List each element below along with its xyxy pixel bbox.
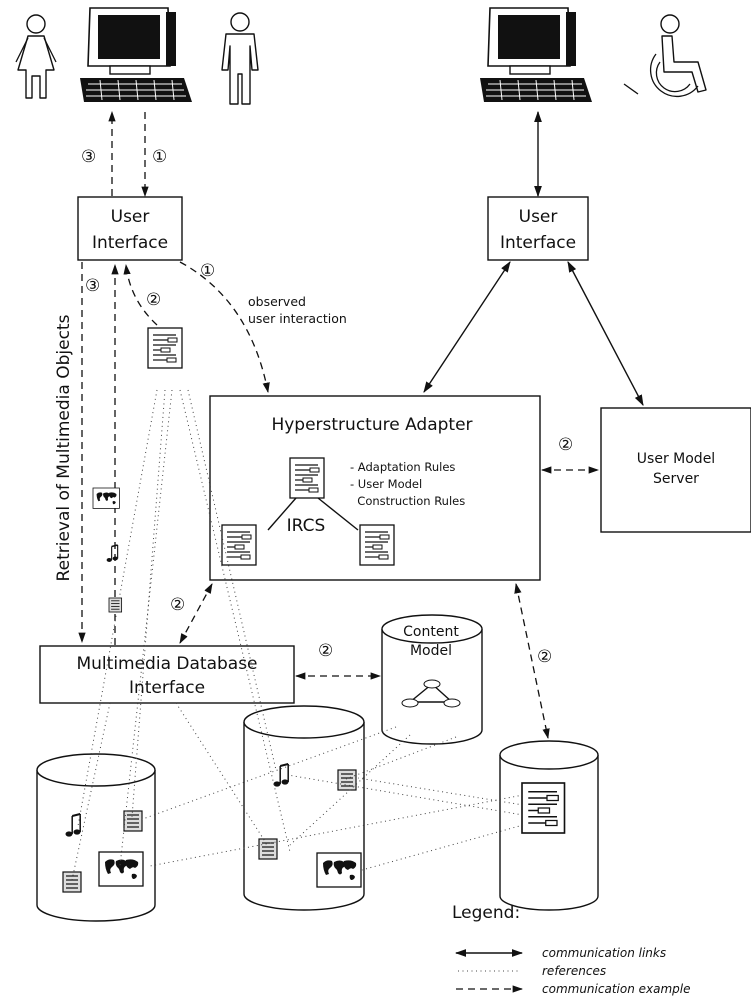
legend: Legend: communication links references c…: [452, 903, 690, 996]
step-2-db-content: ②: [318, 641, 333, 661]
step-1-curve: ①: [200, 261, 215, 281]
cm-line2: Model: [410, 643, 452, 659]
step-3-side: ③: [85, 276, 100, 296]
legend-item-3: communication example: [542, 982, 690, 996]
male-user-icon: [221, 12, 259, 105]
ircs-label: IRCS: [287, 516, 326, 536]
rule-1: - Adaptation Rules: [350, 460, 455, 474]
adapter-doc-icon-top: [289, 457, 325, 499]
retrieved-note-icon: [105, 544, 119, 563]
step-2-adapter-db: ②: [170, 595, 185, 615]
document-icon: [521, 782, 566, 834]
observed-line2: user interaction: [248, 311, 347, 326]
world-map-icon: [316, 852, 362, 888]
communication-links: [423, 110, 644, 406]
step-1-top: ①: [152, 147, 167, 167]
retrieval-label: Retrieval of Multimedia Objects: [54, 314, 74, 581]
mmdb-line1: Multimedia Database: [76, 654, 257, 674]
text-doc-icon: [123, 810, 143, 832]
multimedia-database-interface-box: Multimedia Database Interface: [39, 645, 295, 704]
world-map-icon: [98, 851, 144, 887]
ums-line2: Server: [653, 471, 699, 487]
ui-right-line1: User: [519, 207, 558, 227]
ui-right-line2: Interface: [500, 233, 576, 253]
adapter-doc-icon-left: [221, 524, 257, 566]
legend-item-2: references: [542, 964, 606, 978]
user-interface-left-box: User Interface: [77, 196, 183, 261]
step-2-adapter-cyl: ②: [537, 647, 552, 667]
content-graph-icon: [401, 679, 461, 708]
adapter-title: Hyperstructure Adapter: [271, 415, 472, 435]
text-doc-icon: [62, 871, 82, 893]
rule-3: Construction Rules: [350, 494, 465, 508]
communication-examples: [78, 110, 600, 740]
media-db-cylinder-left: [36, 753, 156, 922]
ums-line1: User Model: [637, 451, 715, 467]
ui-left-line2: Interface: [92, 233, 168, 253]
step-3-top: ③: [81, 147, 96, 167]
content-model-cylinder: Content Model: [381, 614, 483, 745]
media-db-cylinder-middle: [243, 705, 365, 911]
reference-lines: [71, 389, 524, 881]
user-interface-right-box: User Interface: [487, 196, 589, 261]
user-model-server-box: User Model Server: [600, 407, 751, 533]
legend-item-1: communication links: [542, 946, 666, 960]
observed-line1: observed: [248, 294, 306, 309]
adapter-doc-icon-right: [359, 524, 395, 566]
retrieved-map-icon: [92, 487, 120, 509]
female-user-icon: [15, 14, 57, 99]
mmdb-line2: Interface: [129, 678, 205, 698]
legend-title: Legend:: [452, 903, 520, 923]
ui-left-line1: User: [111, 207, 150, 227]
step-2-ums: ②: [558, 435, 573, 455]
hyperstructure-adapter-box: Hyperstructure Adapter IRCS - Adaptation…: [209, 395, 541, 581]
computer-right-icon: [479, 7, 593, 103]
cm-line1: Content: [403, 624, 459, 640]
document-db-cylinder-right: [499, 740, 599, 911]
retrieved-doc-icon: [147, 327, 183, 369]
retrieved-text-icon: [108, 597, 123, 613]
step-2-doc: ②: [146, 290, 161, 310]
text-doc-icon: [258, 838, 278, 860]
computer-left-icon: [79, 7, 193, 103]
rule-2: - User Model: [350, 477, 422, 491]
wheelchair-user-icon: [623, 14, 707, 98]
